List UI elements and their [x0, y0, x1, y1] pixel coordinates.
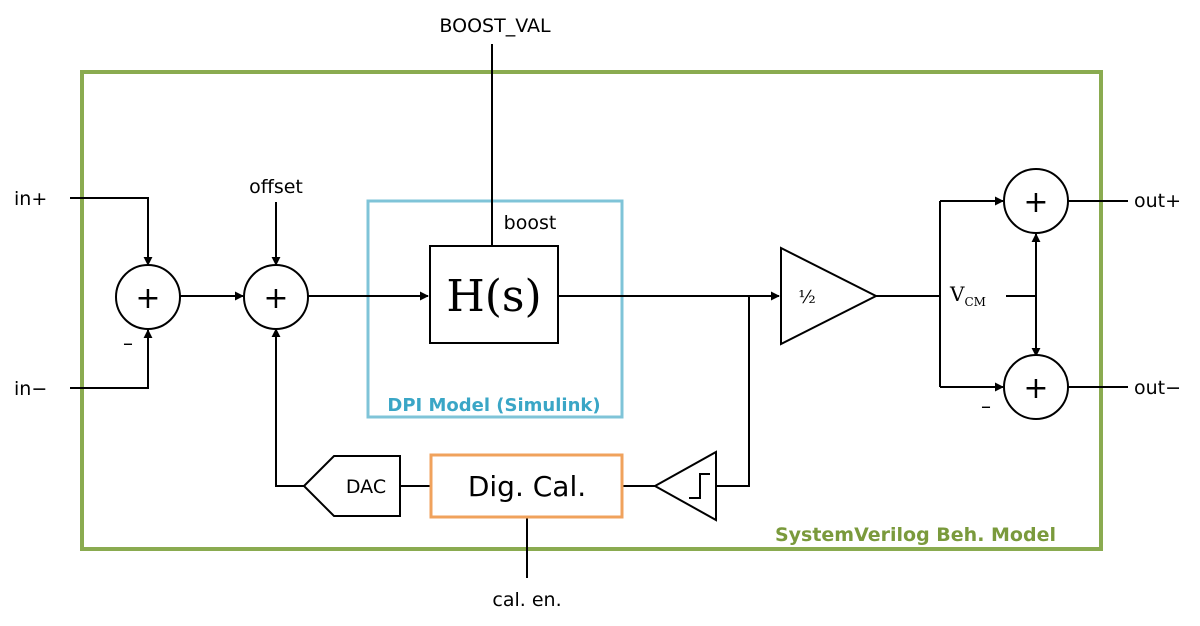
boost-val-label: BOOST_VAL: [439, 15, 551, 37]
summer-out-minus: [1003, 354, 1069, 420]
offset-label: offset: [249, 176, 303, 198]
summer-out-minus-plus: +: [1023, 371, 1048, 406]
comparator-block: [652, 450, 717, 522]
boost-label: boost: [504, 212, 557, 234]
summer-out-minus-sign: –: [981, 394, 991, 418]
out-minus-label: out−: [1134, 377, 1181, 399]
out-plus-label: out+: [1134, 190, 1181, 212]
comparator-step-icon: [689, 473, 710, 499]
summer-offset-plus: +: [263, 281, 288, 316]
summer-input: [115, 264, 181, 330]
vcm-label: VCM: [949, 282, 986, 309]
half-gain-label: ½: [798, 287, 815, 308]
in-plus-label: in+: [14, 188, 47, 210]
wire-in-plus: [70, 197, 153, 266]
summer-input-plus: +: [135, 281, 160, 316]
digital-calibration-block: [429, 453, 624, 519]
dpi-model-title: DPI Model (Simulink): [387, 395, 600, 416]
summer-offset: [243, 264, 309, 330]
dac-label: DAC: [346, 476, 386, 498]
summer-out-plus: [1003, 168, 1069, 234]
dpi-model-box: [366, 199, 624, 419]
in-minus-label: in−: [14, 378, 47, 400]
wire-branch-to-comparator: [716, 296, 750, 487]
dac-block: [302, 455, 401, 517]
transfer-function-block: [429, 245, 559, 344]
systemverilog-model-title: SystemVerilog Beh. Model: [775, 524, 1056, 546]
summer-input-minus-sign: –: [123, 331, 133, 355]
wire-in-minus: [70, 329, 153, 389]
summer-out-plus-sign: +: [1023, 185, 1048, 220]
wire-dac-to-sum2: [271, 328, 304, 487]
cal-en-label: cal. en.: [492, 589, 561, 611]
systemverilog-model-box: [80, 70, 1103, 551]
digital-calibration-label: Dig. Cal.: [468, 470, 586, 503]
half-gain-amplifier: [780, 246, 879, 346]
transfer-function-label: H(s): [446, 271, 541, 322]
